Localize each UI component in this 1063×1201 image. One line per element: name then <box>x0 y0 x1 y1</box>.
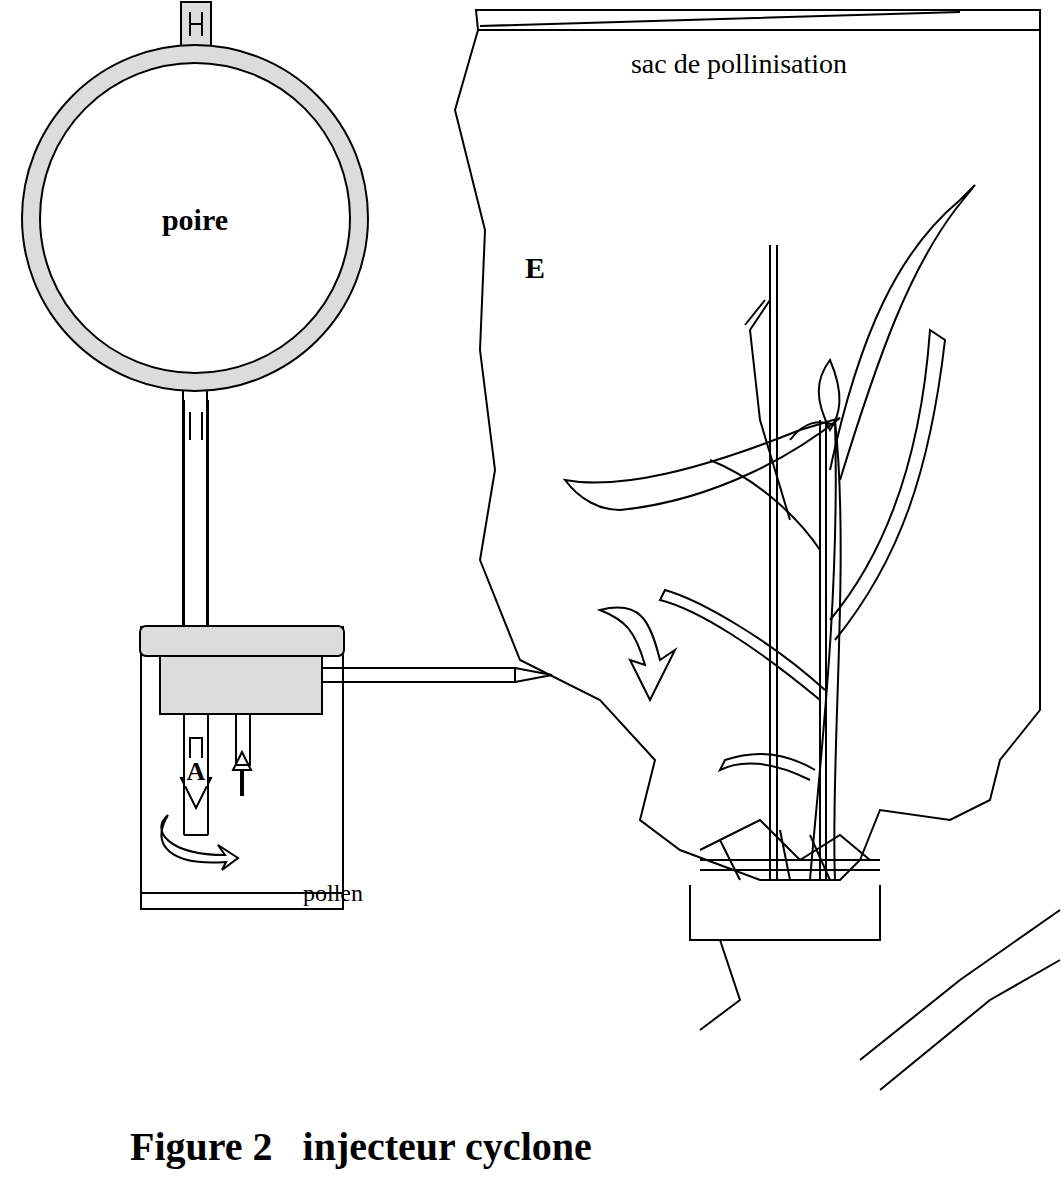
leaf <box>660 590 825 700</box>
valve-tube <box>181 2 211 46</box>
leaf <box>710 460 820 550</box>
bag-tie <box>700 820 880 880</box>
leaf <box>745 300 790 520</box>
pollination-bag-outline <box>440 0 1060 900</box>
flow-arrow <box>181 738 211 808</box>
tube-connector <box>183 391 207 626</box>
tube-connector <box>344 668 482 682</box>
flow-arrow <box>161 815 238 870</box>
plant-stem <box>770 245 826 880</box>
bulb-circle: poire <box>20 43 370 393</box>
figure-caption: Figure 2 injecteur cyclone <box>130 1125 592 1169</box>
node-label: poire <box>162 203 228 236</box>
leaf <box>830 330 945 640</box>
airflow-arrow <box>565 418 840 510</box>
valve <box>190 412 202 440</box>
inner-tube <box>184 400 208 835</box>
airflow-arrow <box>600 607 675 700</box>
valve <box>190 12 202 36</box>
plant-stem <box>810 420 841 880</box>
pollen-label: pollen <box>303 880 363 906</box>
jar-container-outline <box>140 626 344 910</box>
ground <box>700 910 1060 1090</box>
pollination-bag: sac de pollinisationE <box>440 0 1060 900</box>
leaf <box>830 185 975 480</box>
jar-container: A <box>140 626 344 910</box>
pot <box>690 885 880 940</box>
node-label: sac de pollinisation <box>631 49 847 80</box>
needle <box>515 668 552 682</box>
flow-arrow <box>233 752 251 795</box>
node-label: E <box>525 251 545 284</box>
airflow-arrow <box>790 422 835 440</box>
leaf <box>720 754 815 780</box>
node-label: A <box>185 758 208 787</box>
